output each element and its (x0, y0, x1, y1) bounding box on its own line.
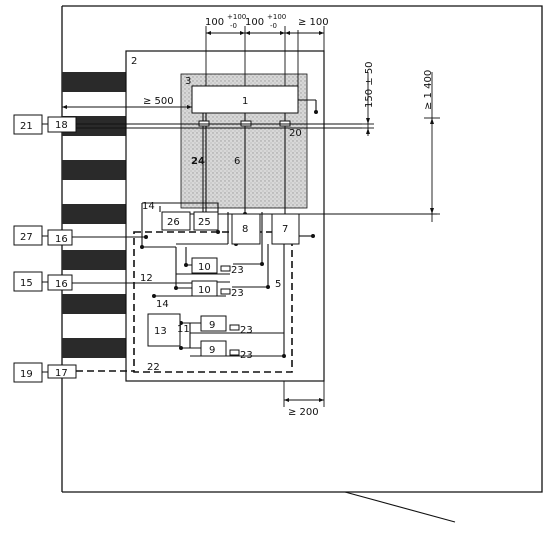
label-17: 17 (55, 368, 68, 379)
dim-100-a-tol-dn: -0 (230, 22, 237, 30)
dimension-lines (62, 26, 440, 407)
dim-100-b-tol-dn: -0 (270, 22, 277, 30)
dim-100-b-tol-up: +100 (267, 13, 286, 21)
label-10b: 10 (198, 285, 211, 296)
label-27: 27 (20, 232, 33, 243)
label-14a: 14 (142, 201, 155, 212)
label-18: 18 (55, 120, 68, 131)
label-9b: 9 (209, 345, 215, 356)
label-21: 21 (20, 121, 33, 132)
wall-hatching (62, 72, 126, 358)
dim-100-a: 100 (205, 17, 224, 28)
dashed-zone-22 (133, 231, 293, 373)
dim-100-a-tol-up: +100 (227, 13, 246, 21)
label-25: 25 (198, 217, 211, 228)
feeder-lines (202, 99, 317, 214)
box-1 (191, 85, 299, 114)
label-1: 1 (242, 96, 248, 107)
label-10a: 10 (198, 262, 211, 273)
label-3: 3 (185, 76, 191, 87)
label-8: 8 (242, 224, 248, 235)
label-7: 7 (282, 224, 288, 235)
label-23b: 23 (231, 288, 244, 299)
label-15: 15 (20, 278, 33, 289)
panel-2 (125, 50, 325, 382)
label-23d: 23 (240, 350, 253, 361)
label-5: 5 (275, 279, 281, 290)
label-12: 12 (140, 273, 153, 284)
label-16a: 16 (55, 234, 68, 245)
cable-runs (72, 123, 437, 372)
dim-500: ≥ 500 (143, 96, 174, 107)
label-23a: 23 (231, 265, 244, 276)
label-20: 20 (289, 128, 302, 139)
label-16b: 16 (55, 279, 68, 290)
outside-links (42, 123, 48, 373)
dim-100-c: ≥ 100 (298, 17, 329, 28)
label-11: 11 (177, 324, 190, 335)
components (147, 211, 300, 357)
label-14b: 14 (156, 299, 169, 310)
dimension-arrows (62, 31, 434, 402)
component-labels: 1 2 3 5 6 7 8 9 9 10 10 11 12 13 14 14 2… (20, 56, 302, 380)
dim-100-b: 100 (245, 17, 264, 28)
dim-200: ≥ 200 (288, 407, 319, 418)
label-23c: 23 (240, 325, 253, 336)
dim-1400: ≥ 1 400 (423, 70, 434, 110)
label-26: 26 (167, 217, 180, 228)
label-24: 24 (191, 156, 205, 167)
label-22: 22 (147, 362, 160, 373)
dim-150: 150 ± 50 (364, 61, 375, 108)
dimension-texts: 100 +100 -0 100 +100 -0 ≥ 100 ≥ 500 150 … (143, 13, 434, 418)
label-13: 13 (154, 326, 167, 337)
label-2: 2 (131, 56, 137, 67)
label-19: 19 (20, 369, 33, 380)
label-9a: 9 (209, 320, 215, 331)
label-6: 6 (234, 156, 240, 167)
